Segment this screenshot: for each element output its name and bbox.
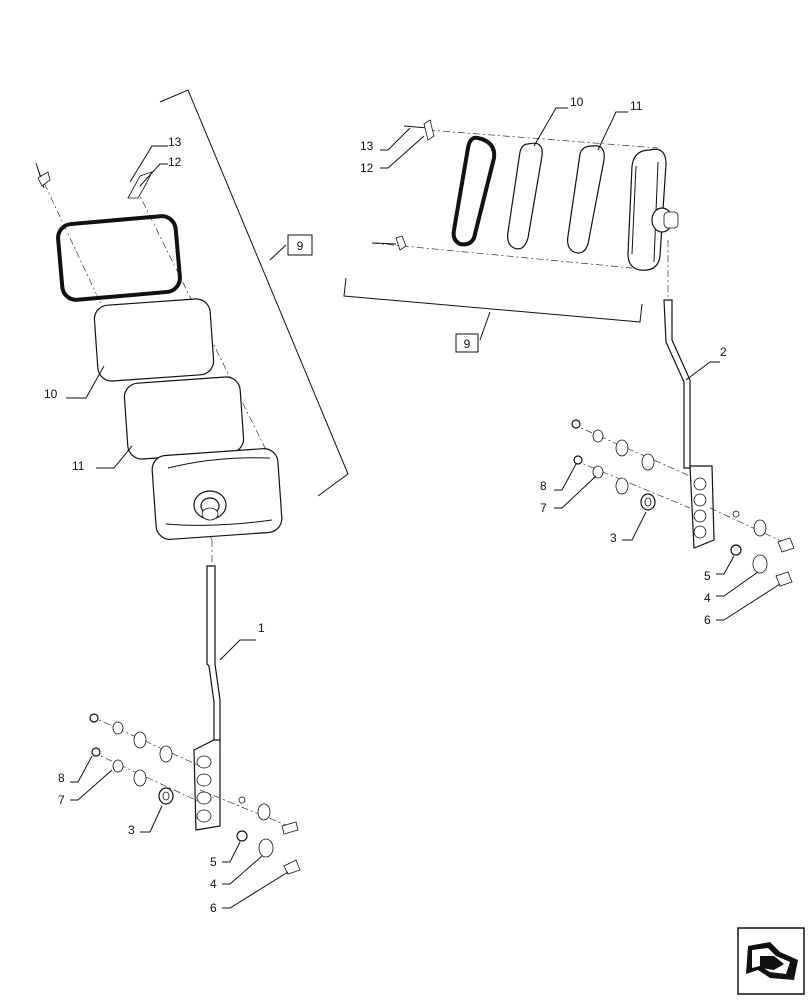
right-mirror-assembly: 9 13 12 10 11: [343, 95, 795, 627]
left-screw-13: [35, 162, 51, 189]
left-clip-12: [127, 171, 153, 199]
right-callout-12: 12: [360, 161, 374, 175]
right-mirror-glass-10: [507, 142, 543, 250]
left-callout-11: 11: [72, 459, 85, 473]
right-screw-13: [403, 119, 435, 141]
left-callout-10: 10: [44, 387, 58, 401]
right-callout-5: 5: [704, 569, 711, 583]
left-mirror-assembly: 9 13 12 10 11: [35, 89, 349, 915]
left-mirror-frame-gasket: [56, 214, 182, 302]
right-callout-9: 9: [464, 337, 471, 351]
left-callout-box-9: [287, 234, 313, 256]
right-hardware-upper: [571, 419, 655, 471]
left-mounting-arm-1: [206, 565, 221, 743]
right-mounting-arm-2: [663, 299, 691, 469]
left-mounting-plate: [193, 739, 221, 831]
left-callout-8: 8: [58, 771, 65, 785]
left-callout-4: 4: [210, 877, 217, 891]
left-callout-13: 13: [168, 135, 182, 149]
left-callout-3: 3: [128, 823, 135, 837]
right-callout-11: 11: [630, 99, 643, 113]
left-mirror-glass-11: [123, 376, 245, 460]
left-callout-12: 12: [168, 155, 182, 169]
left-hardware-lower: [91, 747, 174, 805]
right-mirror-frame-gasket: [451, 135, 497, 247]
right-callout-3: 3: [610, 531, 617, 545]
left-callout-7: 7: [58, 793, 65, 807]
left-mirror-glass-10: [93, 298, 215, 382]
right-assembly-bracket: [343, 277, 643, 323]
right-callout-10: 10: [570, 95, 584, 109]
right-clip-12: [371, 235, 407, 251]
navigation-arrow-icon[interactable]: [737, 927, 805, 995]
left-assembly-bracket: [159, 89, 349, 497]
left-callout-1: 1: [258, 621, 265, 635]
right-callout-8: 8: [540, 479, 547, 493]
right-callout-7: 7: [540, 501, 547, 515]
right-hardware-lower: [573, 455, 656, 511]
left-callout-9: 9: [297, 239, 304, 253]
right-callout-4: 4: [704, 591, 711, 605]
left-callout-5: 5: [210, 855, 217, 869]
right-mirror-glass-11: [567, 145, 605, 254]
right-mirror-housing: [627, 148, 679, 271]
right-callout-6: 6: [704, 613, 711, 627]
right-mounting-plate: [689, 465, 715, 549]
right-callout-13: 13: [360, 139, 374, 153]
right-callout-2: 2: [720, 345, 727, 359]
left-hardware-upper: [89, 713, 173, 763]
left-mirror-housing: [151, 448, 283, 540]
left-callout-6: 6: [210, 901, 217, 915]
left-hardware-bolt-set: [236, 796, 301, 875]
right-callout-box-9: [455, 333, 479, 353]
right-hardware-bolt-set: [730, 510, 795, 587]
